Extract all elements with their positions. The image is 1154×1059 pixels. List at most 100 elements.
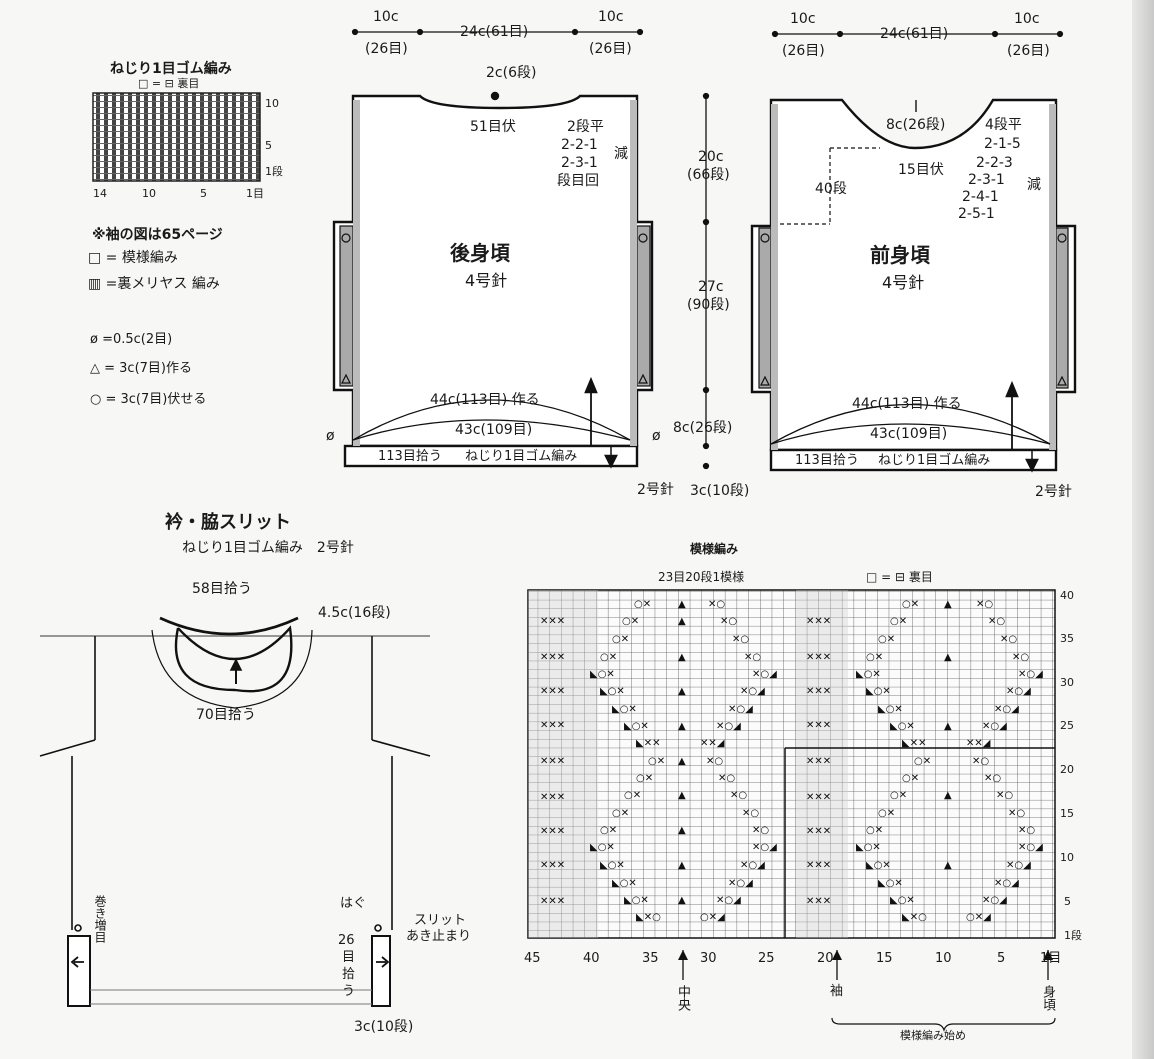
rib-col-label-5: 5: [200, 187, 207, 200]
slit-label: スリット: [414, 913, 467, 928]
svg-text:✕○: ✕○: [718, 773, 735, 784]
svg-text:▲: ▲: [678, 790, 686, 801]
chart-title: 模様編み: [690, 542, 739, 556]
svg-text:✕○: ✕○: [706, 756, 723, 767]
svg-text:✕○◢: ✕○◢: [752, 842, 777, 853]
svg-text:✕○◢: ✕○◢: [1018, 842, 1043, 853]
hem-height: 8c(26段): [673, 420, 733, 436]
svg-text:✕○: ✕○: [730, 790, 747, 801]
svg-text:✕○: ✕○: [1018, 825, 1035, 836]
svg-text:◣○✕: ◣○✕: [590, 669, 615, 680]
svg-text:✕○◢: ✕○◢: [752, 669, 777, 680]
svg-text:✕✕✕: ✕✕✕: [806, 720, 831, 731]
svg-text:○✕: ○✕: [624, 790, 641, 801]
svg-text:✕○◢: ✕○◢: [1006, 860, 1031, 871]
symbol-half-cm: ø =0.5c(2目): [90, 332, 173, 347]
svg-text:○✕: ○✕: [600, 652, 617, 663]
symbol-cast-on: △ = 3c(7目)作る: [90, 361, 192, 376]
svg-text:✕✕✕: ✕✕✕: [540, 826, 565, 837]
back-top-right-sts: (26目): [589, 41, 632, 57]
vertical-measure: [702, 92, 710, 470]
svg-text:✕○: ✕○: [984, 773, 1001, 784]
front-top-right-sts: (26目): [1007, 43, 1050, 59]
svg-text:◣○✕: ◣○✕: [890, 895, 915, 906]
chart-col-45: 45: [524, 951, 541, 966]
svg-text:✕✕✕: ✕✕✕: [540, 616, 565, 627]
svg-text:✕✕✕: ✕✕✕: [540, 720, 565, 731]
svg-text:◣○✕: ◣○✕: [866, 860, 891, 871]
svg-text:✕○: ✕○: [744, 652, 761, 663]
svg-text:✕○◢: ✕○◢: [740, 860, 765, 871]
chart-row-5: 5: [1064, 895, 1071, 908]
back-dec-line-2: 2-2-1: [561, 137, 598, 153]
svg-text:✕✕✕: ✕✕✕: [806, 896, 831, 907]
back-top-mid-width: 24c(61目): [460, 24, 529, 40]
svg-text:✕○◢: ✕○◢: [994, 704, 1019, 715]
slit-seam-label: はぐ: [340, 896, 367, 911]
svg-text:○✕: ○✕: [914, 756, 931, 767]
front-needle: 4号針: [882, 273, 925, 292]
chart-row-1: 1段: [1064, 929, 1082, 942]
svg-text:▲: ▲: [678, 756, 686, 767]
svg-text:○✕: ○✕: [902, 773, 919, 784]
svg-text:◣✕✕: ◣✕✕: [902, 738, 926, 749]
svg-text:○✕: ○✕: [890, 790, 907, 801]
chart-stitch-symbols: ✕✕✕✕✕✕✕✕✕ ✕✕✕✕✕✕✕✕✕ ✕✕✕✕✕✕✕✕✕ ✕✕✕✕✕✕✕✕✕ …: [540, 599, 1043, 923]
svg-text:○✕◢: ○✕◢: [966, 912, 991, 923]
svg-text:▲: ▲: [678, 860, 686, 871]
upper-rows: (66段): [687, 167, 730, 183]
front-dec-line-5: 2-4-1: [962, 189, 999, 205]
chart-col-35: 35: [642, 951, 659, 966]
back-dec-line-4: 段目回: [557, 173, 599, 189]
rib-legend-key: □ = ⊟ 裏目: [138, 77, 200, 90]
chart-row-20: 20: [1060, 763, 1074, 776]
chart-body-label: 身頃: [1040, 985, 1055, 1011]
chart-col-10: 10: [935, 951, 952, 966]
svg-text:✕○: ✕○: [1012, 652, 1029, 663]
front-width: 43c(109目): [870, 426, 948, 442]
chart-key: □ = ⊟ 裏目: [866, 570, 933, 584]
front-dec-label: 減: [1027, 177, 1041, 193]
chart-col-40: 40: [583, 951, 600, 966]
back-corner-left: ø: [326, 428, 335, 444]
svg-text:◣○✕: ◣○✕: [590, 842, 615, 853]
svg-text:✕✕✕: ✕✕✕: [540, 686, 565, 697]
svg-text:◣○✕: ◣○✕: [890, 721, 915, 732]
front-neck-depth: 8c(26段): [886, 117, 946, 133]
svg-text:○✕: ○✕: [622, 616, 639, 627]
front-rows: 40段: [815, 181, 847, 197]
chart-center-label: 中央: [675, 985, 690, 1011]
slit-rib-height: 3c(10段): [354, 1019, 414, 1035]
chart-row-25: 25: [1060, 719, 1074, 732]
svg-text:✕✕✕: ✕✕✕: [806, 756, 831, 767]
svg-text:✕✕✕: ✕✕✕: [806, 826, 831, 837]
svg-text:○✕: ○✕: [612, 634, 629, 645]
svg-text:○✕: ○✕: [890, 616, 907, 627]
symbol-bind-off: ○ = 3c(7目)伏せる: [90, 392, 207, 407]
back-cast-on: 44c(113目) 作る: [430, 392, 540, 408]
svg-text:✕○: ✕○: [752, 825, 769, 836]
back-corner-right: ø: [652, 428, 661, 444]
svg-text:○✕: ○✕: [600, 825, 617, 836]
sleeve-note: ※袖の図は65ページ: [92, 227, 223, 243]
svg-text:○✕: ○✕: [866, 652, 883, 663]
front-dec-line-4: 2-3-1: [968, 172, 1005, 188]
back-dec-label: 減: [614, 146, 628, 162]
chart-col-30: 30: [700, 951, 717, 966]
front-cast-on: 44c(113目) 作る: [852, 396, 962, 412]
chart-col-5: 5: [997, 951, 1006, 966]
svg-text:✕✕✕: ✕✕✕: [540, 792, 565, 803]
svg-text:○✕: ○✕: [648, 756, 665, 767]
collar-front-pickup: 70目拾う: [196, 707, 256, 723]
svg-text:▲: ▲: [678, 721, 686, 732]
svg-text:✕✕✕: ✕✕✕: [806, 686, 831, 697]
back-neck-depth: 2c(6段): [486, 65, 537, 81]
side-pickup-1: 26: [338, 933, 355, 948]
svg-text:○✕: ○✕: [634, 599, 651, 610]
svg-text:▲: ▲: [678, 616, 686, 627]
svg-text:◣○✕: ◣○✕: [612, 878, 637, 889]
back-needle: 4号針: [465, 271, 508, 290]
svg-text:◣✕✕: ◣✕✕: [636, 738, 660, 749]
svg-text:◣○✕: ◣○✕: [624, 895, 649, 906]
svg-text:◣✕○: ◣✕○: [902, 912, 927, 923]
